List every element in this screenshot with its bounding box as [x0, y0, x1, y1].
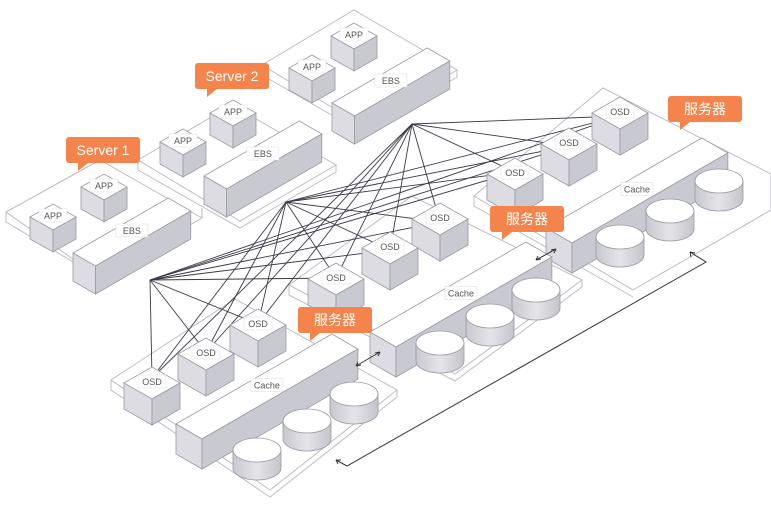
osd-block: OSD	[411, 202, 469, 262]
block-label: APP	[345, 30, 363, 40]
connection-line	[205, 123, 413, 353]
connection-line	[411, 115, 621, 125]
tag-label: 服务器	[314, 312, 356, 328]
connection-line	[205, 201, 287, 353]
cache-block: Cache	[175, 333, 359, 470]
disk	[511, 277, 561, 321]
connection-line	[149, 221, 441, 281]
connection-line	[149, 279, 153, 379]
block-label: OSD	[380, 242, 400, 252]
block-label: OSD	[326, 273, 346, 283]
ebs-block: EBS	[203, 120, 323, 218]
osd-block: OSD	[486, 157, 544, 217]
app-block: APP	[159, 128, 207, 178]
block-label: APP	[95, 181, 113, 191]
block-label: OSD	[196, 348, 216, 358]
disk	[415, 330, 465, 374]
connection-line	[285, 201, 337, 279]
block-label: Cache	[448, 289, 474, 299]
tag-server-2: Server 2	[195, 63, 269, 97]
disk	[645, 198, 695, 242]
connection-line	[257, 123, 413, 325]
connection-line	[151, 201, 287, 379]
tag-label: 服务器	[506, 211, 548, 227]
block-label: OSD	[142, 377, 162, 387]
network-connections	[149, 115, 621, 379]
connection-line	[257, 201, 287, 325]
disk	[282, 408, 332, 452]
block-label: APP	[44, 211, 62, 221]
connection-line	[151, 123, 413, 379]
block-label: EBS	[382, 76, 400, 86]
block-label: OSD	[559, 138, 579, 148]
connection-line	[149, 279, 207, 353]
app-block: APP	[29, 203, 77, 253]
app-block: APP	[288, 54, 336, 104]
disk	[694, 168, 744, 212]
disk	[232, 437, 282, 481]
arrow-left-middle	[355, 351, 381, 367]
tag-storage-middle: 服务器	[490, 206, 564, 240]
block-label: APP	[224, 107, 242, 117]
connection-line	[285, 171, 516, 203]
connection-line	[411, 123, 516, 173]
block-label: OSD	[610, 107, 630, 117]
tag-label: Server 1	[77, 142, 130, 158]
osd-block: OSD	[229, 308, 287, 368]
block-label: APP	[303, 62, 321, 72]
connection-line	[285, 145, 570, 203]
osd-block: OSD	[361, 231, 419, 291]
ebs-block: EBS	[331, 47, 451, 145]
connection-line	[389, 123, 413, 251]
arrow-loop	[335, 251, 707, 467]
app-block: APP	[330, 22, 378, 72]
connection-line	[149, 249, 391, 281]
app-block: APP	[80, 173, 128, 223]
tag-label: Server 2	[206, 68, 259, 84]
block-label: EBS	[123, 226, 141, 236]
disk	[595, 224, 645, 268]
osd-block: OSD	[540, 127, 598, 187]
tag-storage-right: 服务器	[668, 96, 742, 130]
connection-line	[149, 171, 516, 281]
tag-storage-left: 服务器	[298, 307, 372, 341]
tag-server-1: Server 1	[66, 137, 140, 171]
arrow-middle-right	[535, 248, 557, 261]
osd-block: OSD	[177, 337, 235, 397]
app-block: APP	[209, 99, 257, 149]
block-label: OSD	[248, 319, 268, 329]
tag-label: 服务器	[684, 101, 726, 117]
block-label: EBS	[254, 149, 272, 159]
connection-line	[149, 277, 337, 281]
ebs-block: EBS	[72, 197, 192, 295]
connection-line	[335, 123, 413, 279]
block-label: Cache	[624, 185, 650, 195]
block-label: Cache	[254, 381, 280, 391]
sync-arrows	[335, 248, 707, 467]
osd-block: OSD	[591, 96, 649, 156]
connection-line	[411, 123, 570, 147]
osd-block: OSD	[123, 366, 181, 426]
connection-line	[149, 279, 259, 325]
blocks: APP APP EBS APP APP EBS APP APP EBS OSD OSD OSD Cach…	[29, 22, 744, 481]
block-label: APP	[174, 136, 192, 146]
block-label: OSD	[505, 168, 525, 178]
disk	[329, 381, 379, 425]
disk	[465, 303, 515, 347]
block-label: OSD	[430, 213, 450, 223]
